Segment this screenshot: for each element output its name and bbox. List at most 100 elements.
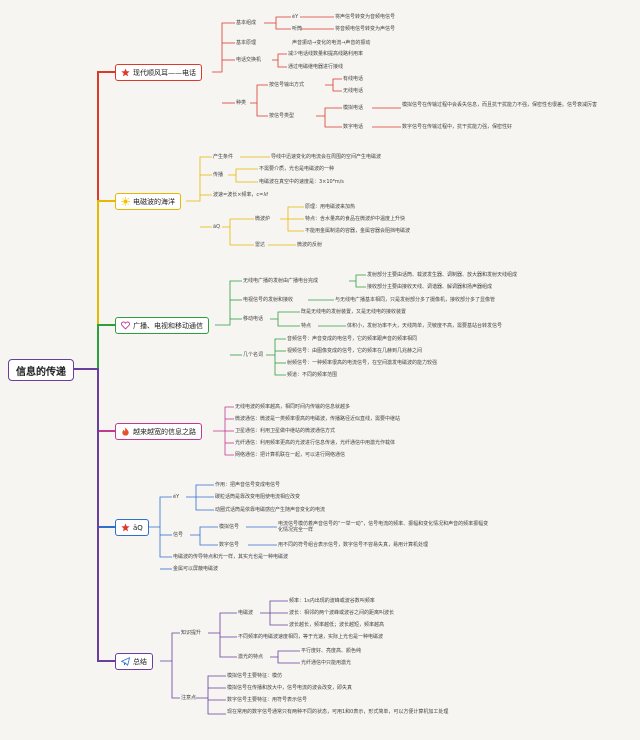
node-term-rf: 射频信号：一种频率很高的电流信号，在空间激发电磁波的能力较强 xyxy=(287,360,438,366)
trunk-summary xyxy=(72,368,115,662)
topic-telephone[interactable]: 现代顺风耳——电话 xyxy=(115,64,202,81)
node-mobile: 移动电话 xyxy=(243,316,264,322)
topic-wq[interactable]: äQ xyxy=(115,519,149,536)
node-term-audio: 音频信号：声音变成的电信号，它的频率跟声音的频率相同 xyxy=(287,336,418,342)
topic-label: 总结 xyxy=(133,657,147,666)
node-nw-3: 卫星通信：利用卫星做中继站的微波通信方式 xyxy=(235,428,336,434)
trunk-newways xyxy=(72,368,115,432)
node-analog-phone: 模拟电话 xyxy=(343,105,364,111)
topic-label: 广播、电视和移动通信 xyxy=(133,321,203,330)
node-wave-same: 电磁波的传导特点和光一样，其实光也是一种电磁波 xyxy=(173,554,289,560)
topic-label: 现代顺风耳——电话 xyxy=(133,68,196,77)
node-basic: 基本组成 xyxy=(236,20,257,26)
node-metal: 金属可以屏蔽电磁波 xyxy=(173,566,219,572)
node-prop: 传播 xyxy=(213,172,224,178)
node-note-4: 现在常用的数字信号通常只有两种不同的状态，可用1和0表示，形式简单，可以方便计算… xyxy=(227,709,449,715)
node-digital-signal: 数字信号 xyxy=(219,542,240,548)
node-laser-1: 平行度好、亮度高、颜色纯 xyxy=(301,648,362,654)
star-icon xyxy=(121,68,130,77)
node-gen: 产生条件 xyxy=(213,154,234,160)
node-laser-2: 光纤通信中只能用激光 xyxy=(301,660,352,666)
node-tv: 电视信号的发射和接收 xyxy=(243,297,294,303)
topic-newways[interactable]: 越来越宽的信息之路 xyxy=(115,423,202,440)
node-exchange-2: 通过电磁继电器进行接线 xyxy=(288,64,344,70)
node-principle: 基本原理 xyxy=(236,40,257,46)
node-laser: 激光的特点 xyxy=(238,654,264,660)
trunk-wq xyxy=(72,368,115,528)
node-points: 知识提升 xyxy=(181,630,202,636)
node-digital-signal-desc: 用不同的符号组合表示信号，数字信号不容易失真，易用计算机处理 xyxy=(278,542,429,548)
topic-label: 越来越宽的信息之路 xyxy=(133,427,196,436)
node-relation: 波长越长，频率越低；波长越短，频率越高 xyxy=(289,622,385,628)
node-analog-desc: 模拟信号在传输过程中会丢失信息，而且抗干扰能力不强，保密性也很差。信号衰减厉害 xyxy=(402,102,598,108)
node-notes: 注意点 xyxy=(181,695,197,701)
node-mw-1: 原理：用电磁波来加热 xyxy=(305,204,356,210)
node-digital-desc: 数字信号在传输过程中，抗干扰能力强，保密性好 xyxy=(402,124,513,130)
node-wired: 有线电话 xyxy=(343,76,364,82)
node-term-channel: 频道：不同的频率范围 xyxy=(287,372,338,378)
node-kinds: 种类 xyxy=(236,100,247,106)
node-analog-signal-desc: 电流信号模仿着声音信号的“一举一动”，信号电流的频率、振幅和变化情况和声音的频率… xyxy=(278,521,489,533)
node-mobile-1: 既是无线电的发射装置，又是无线电的接收装置 xyxy=(301,309,407,315)
node-radar: 雷达 xyxy=(255,242,266,248)
node-mic-desc: 将音频电信号转变为声信号 xyxy=(335,26,396,32)
topic-emwave[interactable]: 电磁波的海洋 xyxy=(115,193,181,210)
node-wq: äQ xyxy=(213,224,220,230)
node-mic: 听筒 xyxy=(292,26,303,32)
node-mw-3: 不能用金属制造的容器，金属容器会阻挡电磁波 xyxy=(305,228,411,234)
node-by-type: 按信号类型 xyxy=(269,113,295,119)
topic-summary[interactable]: 总结 xyxy=(115,653,153,670)
topic-label: 电磁波的海洋 xyxy=(133,197,175,206)
node-by-output: 按信号输出方式 xyxy=(269,82,305,88)
node-feature-desc: 体积小，发射功率不大，天线简单，灵敏度不高，需要基站台转发信号 xyxy=(347,323,503,329)
node-note-2: 模拟信号在传播和放大中，信号电流的波会改变，即失真 xyxy=(227,685,353,691)
node-radar-desc: 微波的反射 xyxy=(297,242,323,248)
flame-icon xyxy=(121,427,130,436)
node-rx: 接收部分主要由接收天线、调谐器、解调器和扬声器组成 xyxy=(367,284,493,290)
node-feature: 特点 xyxy=(301,323,312,329)
node-note-1: 模拟信号主要特征：模仿 xyxy=(227,673,283,679)
node-signal: 信号 xyxy=(173,532,184,538)
trunk-emwave xyxy=(72,200,115,370)
node-tx: 发射部分主要由话筒、载波发生器、调制器、放大器和发射天线组成 xyxy=(367,272,518,278)
node-prop-2: 电磁波在真空中的速度是：3×10⁸m/s xyxy=(259,179,344,185)
paper-plane-icon xyxy=(121,657,130,666)
node-gen-desc: 导线中迅速变化的电流会在周围的空间产生电磁波 xyxy=(271,154,382,160)
node-terms: 几个名词 xyxy=(243,352,264,358)
node-microwave: 微波炉 xyxy=(255,216,271,222)
node-carbon: 碳粒话筒是靠改变电阻使电流相应改变 xyxy=(215,494,301,500)
sun-icon xyxy=(121,197,130,206)
node-role: 作用：把声音信号变成电信号 xyxy=(215,482,281,488)
topic-label: äQ xyxy=(133,523,143,532)
root-topic[interactable]: 信息的传递 xyxy=(8,359,74,381)
node-nw-5: 网络通信：把计算机联在一起，可以进行网络通信 xyxy=(235,452,346,458)
node-nw-4: 光纤通信：利用频率更高的光波进行信息传递，光纤通信中用激光作载体 xyxy=(235,440,396,446)
node-prop-1: 不需要介质，光也是电磁波的一种 xyxy=(259,166,335,172)
trunk-broadcast xyxy=(72,324,115,370)
topic-broadcast[interactable]: 广播、电视和移动通信 xyxy=(115,317,209,334)
node-mw-2: 特点：含水量高的食品在微波炉中温度上升快 xyxy=(305,216,406,222)
node-wireless-broadcast: 无线电广播的发射由广播电台完成 xyxy=(243,278,319,284)
node-earpiece: éY xyxy=(292,14,299,20)
node-freq: 频率：1s内出现的波峰或波谷数叫频率 xyxy=(289,598,375,604)
node-exchange-1: 减少电话线数量和提高线路利用率 xyxy=(288,51,364,57)
node-analog-signal: 模拟信号 xyxy=(219,524,240,530)
node-exchange: 电话交换机 xyxy=(236,57,262,63)
node-formula: 波速=波长×频率，c=λf xyxy=(213,192,269,198)
node-principle-desc: 声音振动→变化的电流→声音的振动 xyxy=(292,40,371,46)
node-term-video: 视频信号：由图像变成的信号，它的频率在几赫到几兆赫之间 xyxy=(287,348,423,354)
node-digital-phone: 数字电话 xyxy=(343,124,364,130)
heart-icon xyxy=(121,321,130,330)
node-em: 电磁波 xyxy=(238,610,254,616)
node-nw-2: 微波通信：微波是一类频率很高的电磁波，传播路径近似直线，需要中继站 xyxy=(235,416,401,422)
node-ey: éY xyxy=(173,494,180,500)
node-dynamic: 动圈式话筒是依靠电磁感应产生随声音变化的电流 xyxy=(215,507,326,513)
star-icon xyxy=(121,523,130,532)
node-tv-desc: 与无线电广播基本相同，只是发射部分多了摄像机，接收部分多了显像管 xyxy=(335,297,496,303)
node-speed: 不同频率的电磁波速度相同，等于光速，实际上光也是一种电磁波 xyxy=(238,634,384,640)
node-earpiece-desc: 将声信号转变为音频电信号 xyxy=(335,14,396,20)
node-wavelength: 波长：相邻的两个波峰或波谷之间的距离叫波长 xyxy=(289,610,395,616)
node-nw-1: 无线电波的频率越高，相同时间内传输的信息就越多 xyxy=(235,404,351,410)
node-note-3: 数字信号主要特征：用符号表示信号 xyxy=(227,697,308,703)
